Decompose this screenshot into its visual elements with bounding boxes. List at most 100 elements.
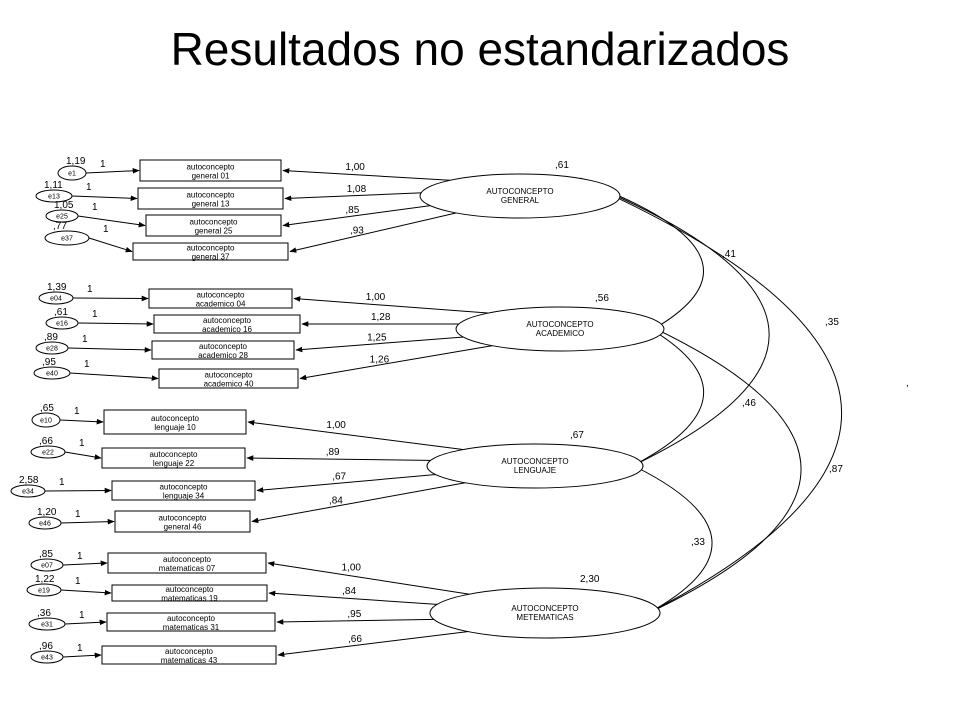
error-term-ellipse [45, 316, 79, 330]
observed-indicator-box [158, 368, 299, 389]
factor-loading-path [289, 210, 466, 253]
error-path-weight-label: 1 [59, 477, 65, 488]
latent-factor-label: AUTOCONCEPTO [501, 457, 568, 466]
covariance-label: , [906, 378, 909, 389]
indicator-label: general 46 [164, 523, 202, 532]
error-path-weight-label: 1 [103, 224, 109, 235]
factor-variance-label: ,61 [555, 160, 569, 171]
error-variance-label: ,77 [53, 221, 67, 232]
error-path [69, 372, 159, 381]
latent-factor-ellipse [419, 173, 621, 219]
observed-indicator-box [137, 187, 284, 210]
factor-covariance-arc [574, 177, 770, 467]
error-path-weight-label: 1 [92, 309, 98, 320]
observed-indicator-box [101, 447, 246, 469]
indicator-label: lenguaje 10 [154, 423, 196, 432]
error-term-ellipse [30, 650, 64, 664]
error-term-label: e37 [61, 236, 73, 243]
factor-loading-path [282, 168, 466, 182]
indicator-label: autoconcepto [186, 191, 235, 200]
error-path [72, 295, 149, 302]
observed-indicator-box [132, 242, 289, 261]
factor-loading-path [247, 420, 476, 452]
error-term-label: e43 [41, 655, 53, 662]
error-term-ellipse [45, 209, 79, 223]
indicator-label: academico 40 [204, 380, 254, 389]
factor-loading-label: 1,00 [345, 162, 365, 173]
error-variance-label: ,89 [44, 332, 58, 343]
error-path-weight-label: 1 [92, 202, 98, 213]
factor-loading-label: ,67 [332, 472, 346, 483]
covariance-label: ,33 [691, 537, 705, 548]
factor-loading-label: ,66 [348, 634, 362, 645]
error-term-label: e07 [41, 563, 53, 570]
error-term-ellipse [57, 165, 87, 181]
error-term-label: e40 [46, 371, 58, 378]
error-path-weight-label: 1 [82, 334, 88, 345]
indicator-label: general 37 [192, 253, 230, 262]
observed-indicator-box [103, 409, 247, 435]
factor-loading-label: 1,00 [342, 563, 362, 574]
indicator-label: lenguaje 22 [153, 459, 195, 468]
error-term-ellipse [10, 484, 46, 498]
error-path [62, 560, 108, 567]
error-path-weight-label: 1 [79, 610, 85, 621]
observed-indicator-box [148, 288, 293, 309]
factor-loading-label: ,85 [345, 205, 359, 216]
error-term-ellipse [31, 412, 61, 428]
latent-factor-label: GENERAL [501, 196, 540, 205]
observed-indicator-box [107, 552, 267, 574]
latent-factor-label: METEMATICAS [516, 613, 573, 622]
factor-loading-label: 1,00 [366, 292, 386, 303]
error-term-ellipse [35, 341, 69, 355]
observed-indicator-box [153, 314, 301, 334]
error-path-weight-label: 1 [79, 438, 85, 449]
indicator-label: autoconcepto [158, 514, 207, 523]
indicator-label: autoconcepto [165, 585, 214, 594]
error-variance-label: 1,19 [66, 156, 86, 167]
indicator-label: autoconcepto [163, 555, 212, 564]
indicator-label: academico 16 [202, 325, 252, 334]
error-term-label: e1 [68, 171, 76, 178]
factor-loading-path [293, 296, 503, 315]
indicator-label: autoconcepto [165, 647, 214, 656]
error-term-label: e10 [40, 418, 52, 425]
factor-loading-label: ,84 [329, 495, 343, 506]
indicator-label: matematicas 43 [161, 656, 218, 665]
error-variance-label: ,95 [42, 357, 56, 368]
indicator-label: general 13 [192, 200, 230, 209]
error-path-weight-label: 1 [84, 359, 90, 370]
indicator-label: autoconcepto [203, 316, 252, 325]
factor-loading-label: 1,00 [326, 420, 346, 431]
error-path-weight-label: 1 [74, 406, 80, 417]
covariance-label: ,35 [825, 317, 839, 328]
error-path-weight-label: 1 [75, 576, 81, 587]
error-term-label: e28 [46, 346, 58, 353]
covariance-label: ,46 [742, 398, 756, 409]
latent-factor-label: AUTOCONCEPTO [486, 187, 553, 196]
error-term-ellipse [33, 366, 71, 380]
factor-covariance-arc [616, 310, 802, 614]
error-term-label: e25 [56, 214, 68, 221]
error-path-weight-label: 1 [100, 159, 106, 170]
covariance-label: ,87 [829, 464, 843, 475]
error-term-ellipse [35, 189, 73, 203]
error-path [62, 652, 102, 659]
error-term-label: e13 [48, 194, 60, 201]
indicator-label: matematicas 31 [163, 623, 220, 632]
factor-variance-label: ,67 [570, 430, 584, 441]
indicator-label: autoconcepto [199, 342, 248, 351]
error-variance-label: ,85 [39, 549, 53, 560]
error-path-weight-label: 1 [77, 551, 83, 562]
error-variance-label: ,36 [37, 608, 51, 619]
error-variance-label: 1,05 [54, 200, 74, 211]
indicator-label: autoconcepto [196, 291, 245, 300]
observed-indicator-box [106, 612, 276, 632]
indicator-label: autoconcepto [167, 614, 216, 623]
error-path [44, 487, 112, 494]
indicator-label: academico 04 [196, 300, 246, 309]
indicator-label: autoconcepto [186, 163, 235, 172]
error-path [64, 451, 102, 460]
latent-factor-label: ACADEMICO [536, 329, 584, 338]
